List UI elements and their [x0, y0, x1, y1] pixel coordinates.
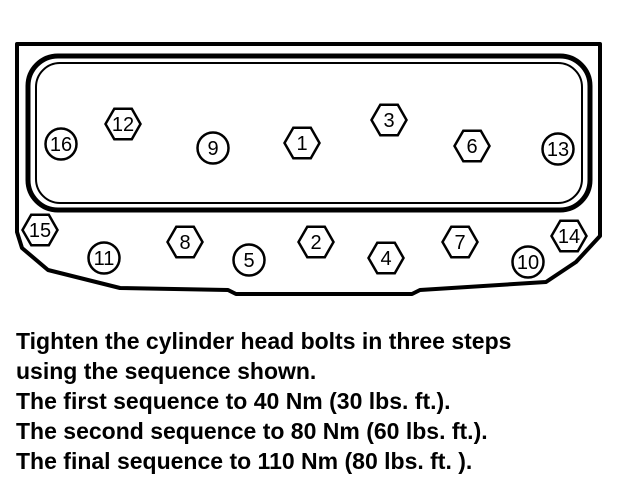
bolt-1: 1 — [283, 126, 321, 160]
bolt-14-label: 14 — [558, 226, 580, 248]
bolt-2-outline — [297, 225, 335, 259]
bolt-4-outline — [367, 241, 405, 275]
bolt-11-outline — [87, 241, 121, 275]
bolt-6-outline — [453, 129, 491, 163]
bolt-11-label: 11 — [94, 248, 115, 270]
bolt-4: 4 — [367, 241, 405, 275]
bolt-15-outline — [21, 213, 59, 247]
bolt-11: 11 — [87, 241, 121, 275]
bolt-8-outline — [166, 225, 204, 259]
bolt-15: 15 — [21, 213, 59, 247]
cylinder-head-outline — [15, 42, 602, 296]
bolt-9-outline — [196, 131, 230, 165]
instruction-line-3: The first sequence to 40 Nm (30 lbs. ft.… — [16, 388, 451, 414]
bolt-12: 12 — [104, 107, 142, 141]
instruction-line-1: Tighten the cylinder head bolts in three… — [16, 328, 512, 354]
bolt-2-label: 2 — [310, 232, 321, 254]
bolt-13-label: 13 — [547, 139, 569, 161]
bolt-7-label: 7 — [454, 232, 465, 254]
bolt-8: 8 — [166, 225, 204, 259]
bolt-5-label: 5 — [243, 250, 254, 272]
bolt-7-outline — [441, 225, 479, 259]
bolt-1-label: 1 — [296, 133, 307, 155]
bolt-9: 9 — [196, 131, 230, 165]
bolt-1-outline — [283, 126, 321, 160]
bolt-3: 3 — [370, 103, 408, 137]
bolt-16-outline — [44, 127, 78, 161]
bolt-7: 7 — [441, 225, 479, 259]
instruction-line-2: using the sequence shown. — [16, 358, 317, 384]
bolt-13: 13 — [541, 132, 575, 166]
bolt-14: 14 — [550, 219, 588, 253]
bolt-5-outline — [232, 243, 266, 277]
bolt-16-label: 16 — [50, 134, 72, 156]
bolt-13-outline — [541, 132, 575, 166]
bolt-10: 10 — [511, 245, 545, 279]
instruction-line-5: The final sequence to 110 Nm (80 lbs. ft… — [16, 448, 473, 474]
bolt-12-label: 12 — [112, 114, 134, 136]
bolt-10-label: 10 — [517, 252, 539, 274]
tightening-instructions: Tighten the cylinder head bolts in three… — [16, 326, 616, 476]
combustion-chamber-outline — [25, 53, 593, 213]
bolt-12-outline — [104, 107, 142, 141]
bolt-8-label: 8 — [179, 232, 190, 254]
bolt-3-label: 3 — [383, 110, 394, 132]
bolt-10-outline — [511, 245, 545, 279]
bolt-14-outline — [550, 219, 588, 253]
instruction-line-4: The second sequence to 80 Nm (60 lbs. ft… — [16, 418, 488, 444]
bolt-3-outline — [370, 103, 408, 137]
bolt-4-label: 4 — [380, 248, 391, 270]
bolt-5: 5 — [232, 243, 266, 277]
bolt-6: 6 — [453, 129, 491, 163]
bolt-6-label: 6 — [466, 136, 477, 158]
bolt-15-label: 15 — [29, 220, 51, 242]
bolt-2: 2 — [297, 225, 335, 259]
bolt-16: 16 — [44, 127, 78, 161]
bolt-9-label: 9 — [207, 138, 218, 160]
combustion-chamber-inner-outline — [35, 62, 583, 204]
